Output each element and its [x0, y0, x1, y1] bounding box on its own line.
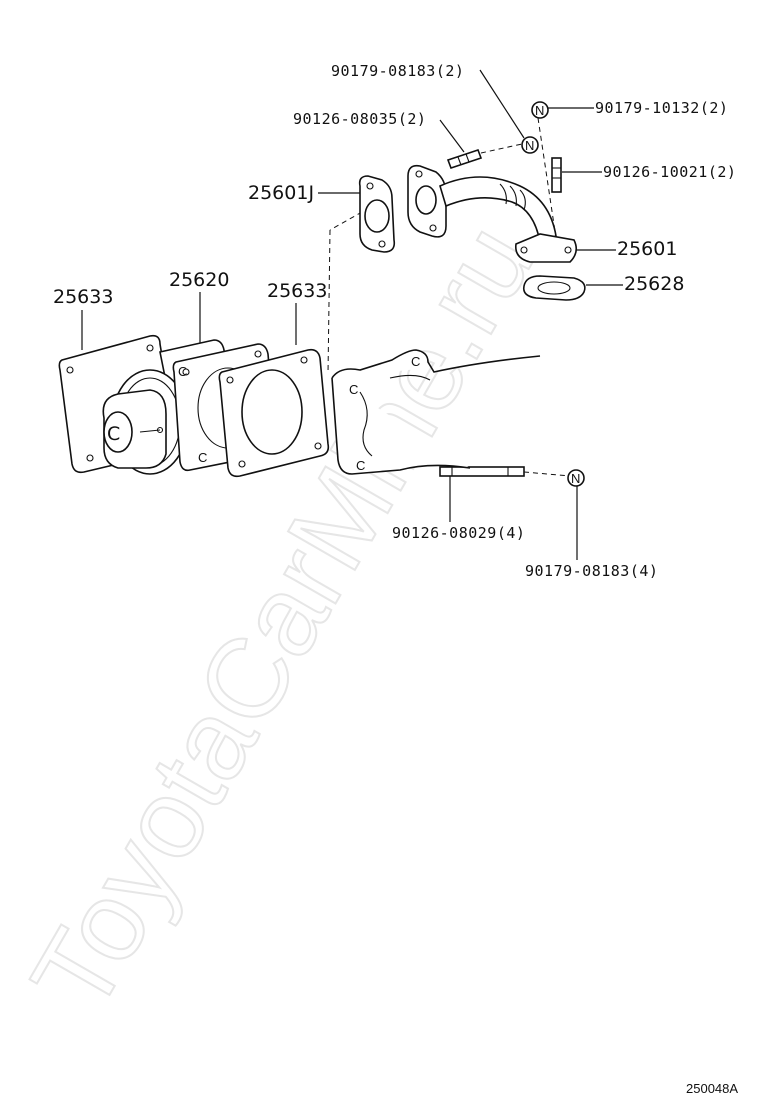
- valve-letter-c: C: [107, 423, 120, 445]
- label-90179-08183-2: 90179-08183(2): [331, 62, 464, 80]
- nut-upper-left: N: [521, 136, 539, 154]
- leader-lines: [81, 69, 623, 560]
- label-25628: 25628: [624, 273, 684, 295]
- label-25601J: 25601J: [248, 182, 314, 204]
- label-25601: 25601: [617, 238, 677, 260]
- diagram-reference-code: 250048A: [686, 1081, 738, 1096]
- watermark-text: ToyotaCarMine.ru: [8, 204, 558, 1032]
- label-25633-right: 25633: [267, 280, 327, 302]
- stud-90126-10021: [551, 157, 562, 193]
- nut-upper-right: N: [531, 101, 549, 119]
- gasket-25628: [522, 275, 586, 301]
- label-90179-08183-4: 90179-08183(4): [525, 562, 658, 580]
- alignment-dash-lines: [327, 117, 571, 477]
- stud-90126-08029: [439, 466, 525, 477]
- label-25633-left: 25633: [53, 286, 113, 308]
- spacer-letter-c: C: [198, 450, 207, 465]
- label-25620: 25620: [169, 269, 229, 291]
- intake-manifold-flange: C C C: [331, 349, 541, 475]
- label-90179-10132-2: 90179-10132(2): [595, 99, 728, 117]
- label-90126-10021-2: 90126-10021(2): [603, 163, 736, 181]
- label-90126-08035-2: 90126-08035(2): [293, 110, 426, 128]
- nut-symbol-text: N: [571, 471, 580, 486]
- egr-pipe-25601: [407, 164, 578, 263]
- gasket-25601J: [358, 175, 396, 253]
- label-90126-08029-4: 90126-08029(4): [392, 524, 525, 542]
- manifold-letter-c3: C: [356, 458, 365, 473]
- spacer-letter-c2: C: [178, 364, 187, 379]
- nut-symbol-text: N: [525, 138, 534, 153]
- stud-90126-08035: [446, 148, 483, 170]
- manifold-letter-c1: C: [349, 382, 358, 397]
- nut-lower: N: [567, 469, 585, 487]
- manifold-letter-c2: C: [411, 354, 420, 369]
- nut-symbol-text: N: [535, 103, 544, 118]
- gasket-25633-right: [218, 348, 330, 478]
